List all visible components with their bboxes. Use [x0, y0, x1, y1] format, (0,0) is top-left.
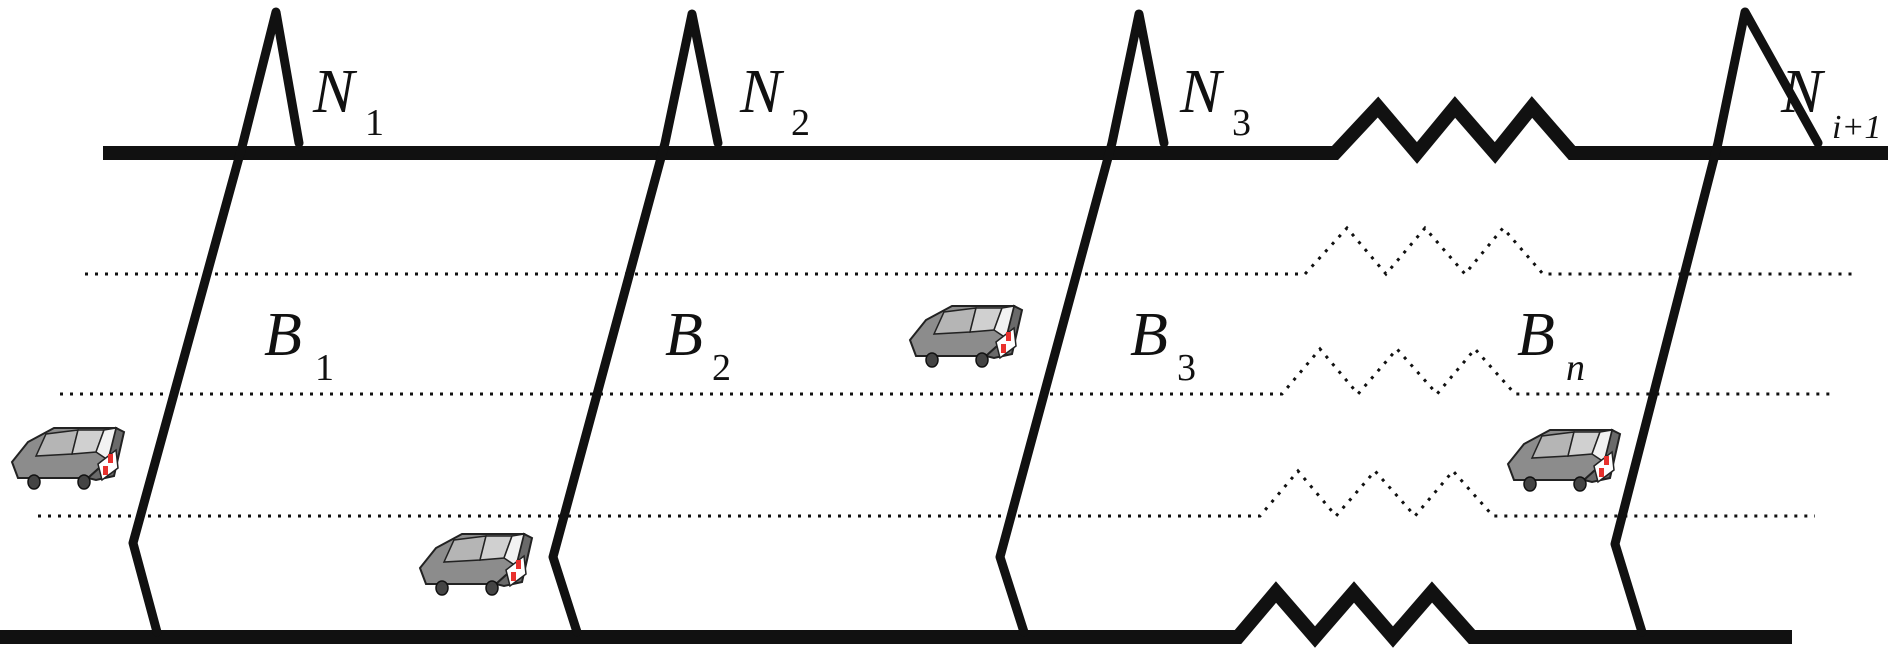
- node-label-4-sub: i+1: [1832, 109, 1881, 146]
- block-label-3: B 3: [1130, 301, 1196, 389]
- block-label-1-sub: 1: [315, 347, 334, 389]
- node-label-3: N 3: [1179, 58, 1251, 144]
- block-label-2-main: B: [665, 301, 703, 369]
- node-label-1-main: N: [312, 58, 358, 126]
- block-label-4-sub: n: [1566, 347, 1585, 389]
- block-label-2-sub: 2: [712, 347, 731, 389]
- node-label-2-main: N: [739, 58, 785, 126]
- boundary-4: [1610, 7, 1823, 637]
- block-label-2: B 2: [665, 301, 731, 389]
- node-label-3-sub: 3: [1232, 102, 1251, 144]
- node-label-4-main: N: [1780, 58, 1826, 126]
- top-road-edge: [103, 96, 1888, 164]
- lane-line-1: [85, 225, 1855, 277]
- block-label-4: B n: [1517, 301, 1585, 389]
- car-icon: [11, 427, 125, 490]
- block-label-1: B 1: [264, 301, 334, 389]
- lane-line-2: [60, 346, 1835, 397]
- boundary-1: [128, 7, 304, 637]
- car-icon: [909, 305, 1023, 368]
- node-label-1: N 1: [312, 58, 384, 144]
- car-icon: [419, 533, 533, 596]
- block-label-4-main: B: [1517, 301, 1555, 369]
- node-label-2-sub: 2: [791, 102, 810, 144]
- block-label-3-main: B: [1130, 301, 1168, 369]
- boundary-2: [548, 9, 723, 637]
- car-icon: [1507, 429, 1621, 492]
- node-label-1-sub: 1: [365, 102, 384, 144]
- lane-line-3: [38, 468, 1815, 519]
- block-label-3-sub: 3: [1177, 347, 1196, 389]
- bottom-road-edge: [0, 581, 1792, 648]
- block-label-1-main: B: [264, 301, 302, 369]
- node-label-2: N 2: [739, 58, 810, 144]
- boundary-3: [995, 9, 1169, 637]
- node-label-4: N i+1: [1780, 58, 1881, 146]
- node-label-3-main: N: [1179, 58, 1225, 126]
